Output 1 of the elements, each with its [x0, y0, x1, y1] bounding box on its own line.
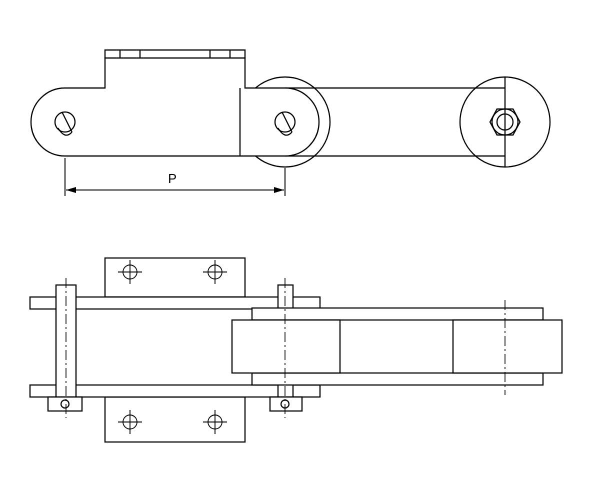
- dimension-label: P: [168, 172, 177, 186]
